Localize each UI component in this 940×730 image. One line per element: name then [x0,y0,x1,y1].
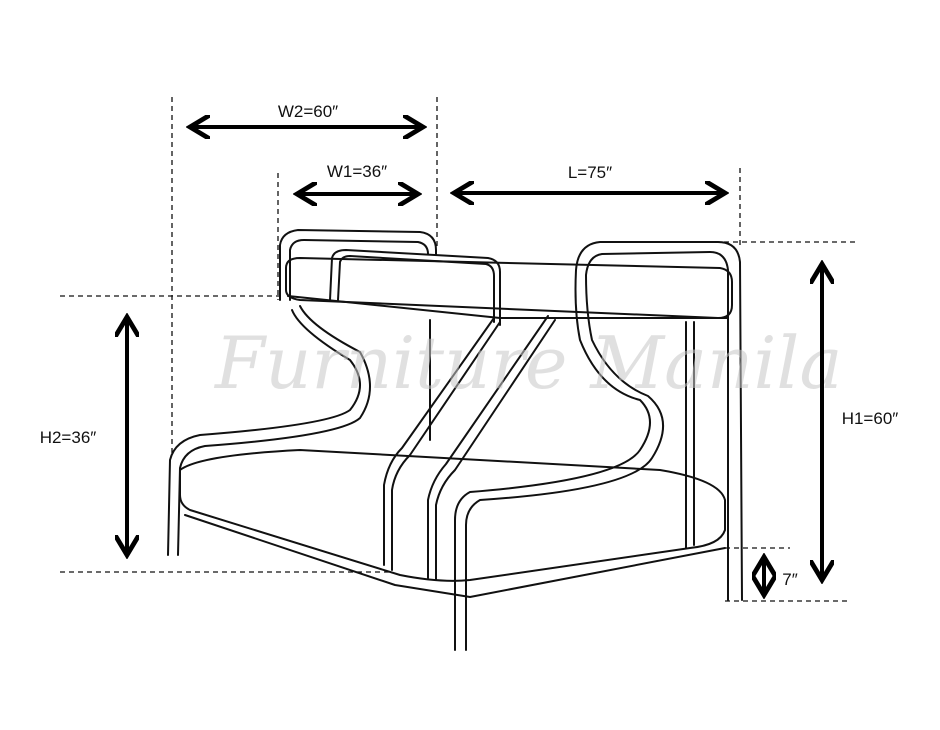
w2-label: W2=60″ [278,102,338,121]
h2-label: H2=36″ [40,428,97,447]
extension-lines [60,97,858,602]
h1-label: H1=60″ [842,409,899,428]
watermark-logo: Furniture Manila [213,321,842,405]
clearance-label: 7″ [782,570,797,589]
bunk-bed-illustration [167,229,743,651]
length-label: L=75″ [568,163,612,182]
w1-label: W1=36″ [327,162,387,181]
